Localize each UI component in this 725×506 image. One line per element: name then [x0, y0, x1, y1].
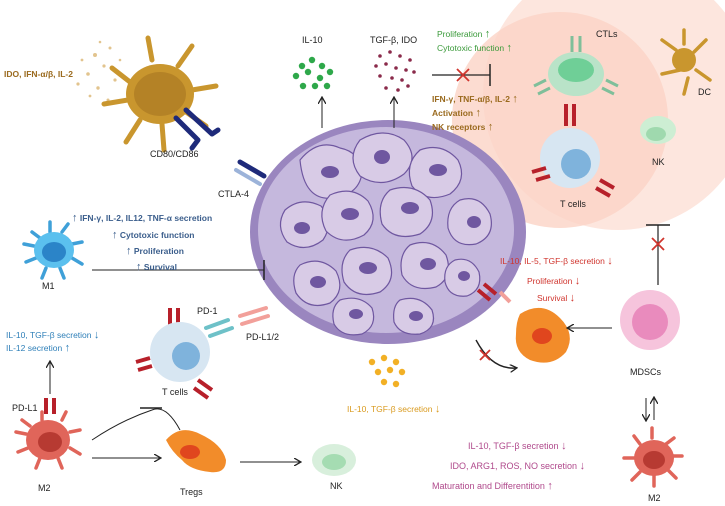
t-cells-mid-label: T cells — [162, 387, 188, 397]
nk-bottom-label: NK — [330, 481, 343, 491]
mdsc-survival-label: Survival ↓ — [537, 292, 576, 304]
pdl12-label: PD-L1/2 — [246, 332, 280, 342]
up-arrow-icon: ↑ — [136, 261, 142, 273]
up-arrow-icon: ↑ — [484, 28, 491, 40]
m2-to-tcell-inhibition — [91, 407, 181, 441]
proliferation-top-label: Proliferation ↑ — [437, 28, 491, 40]
up-arrow-icon: ↑ — [126, 245, 132, 257]
down-arrow-icon: ↓ — [93, 329, 100, 341]
treg-secretion-label: IL-10, TGF-β secretion ↓ — [347, 403, 441, 415]
m2-macrophage-right — [622, 426, 684, 488]
up-arrow-icon: ↑ — [112, 229, 118, 241]
mdsc-secretion-label: IL-10, IL-5, TGF-β secretion ↓ — [500, 255, 613, 267]
dc-small — [660, 28, 712, 96]
inhibition-mdsc-to-immune — [646, 224, 670, 285]
mdsc-cell — [620, 290, 680, 350]
treg-cell — [166, 430, 226, 473]
m2-left-label: M2 — [38, 483, 51, 493]
dc-secretion-label: IDO, IFN-α/β, IL-2 — [4, 69, 73, 79]
pdl-receptor — [238, 306, 270, 326]
mdsc-proliferation-label: Proliferation ↓ — [527, 275, 581, 287]
m1-cytotoxic-label: ↑ Cytotoxic function — [112, 229, 195, 241]
treg-secretion-dots — [368, 354, 406, 388]
up-arrow-icon: ↑ — [64, 342, 71, 354]
m1-proliferation-label: ↑ Proliferation — [126, 245, 184, 257]
up-arrow-icon: ↑ — [506, 42, 512, 54]
nk-cell-top — [640, 116, 676, 144]
ctl-cell — [533, 36, 619, 96]
pd1-label: PD-1 — [197, 306, 218, 316]
m2-macrophage-left — [14, 398, 82, 470]
tregs-label: Tregs — [180, 487, 203, 497]
nk-cell-bottom — [312, 444, 356, 476]
tgf-ido-dots — [374, 50, 416, 92]
t-cells-top-label: T cells — [560, 199, 586, 209]
m2r-ido-label: IDO, ARG1, ROS, NO secretion ↓ — [450, 460, 586, 472]
inhibition-to-immune-zone — [432, 64, 491, 86]
nk-top-label: NK — [652, 157, 665, 167]
down-arrow-icon: ↓ — [579, 460, 586, 472]
immune-zone — [452, 0, 725, 230]
m2-il12-label: IL-12 secretion ↑ — [6, 342, 71, 354]
ifn-tnf-label: IFN-γ, TNF-α/β, IL-2 ↑ — [432, 93, 518, 105]
m2r-maturation-label: Maturation and Differentition ↑ — [432, 480, 553, 492]
tumor-mass — [250, 120, 526, 344]
m1-macrophage — [22, 220, 84, 280]
activation-label: Activation ↑ — [432, 107, 481, 119]
m2-il10-label: IL-10, TGF-β secretion ↓ — [6, 329, 100, 341]
down-arrow-icon: ↓ — [574, 275, 581, 287]
mdscs-label: MDSCs — [630, 367, 661, 377]
m1-label: M1 — [42, 281, 55, 291]
m1-inhibition — [92, 260, 265, 280]
t-cell-top — [531, 104, 615, 198]
up-arrow-icon: ↑ — [487, 121, 494, 133]
ctla4-label: CTLA-4 — [218, 189, 250, 199]
cytotoxic-top-label: Cytotoxic function ↑ — [437, 42, 512, 54]
down-arrow-icon: ↓ — [607, 255, 613, 267]
t-cell-middle — [135, 308, 234, 400]
up-arrow-icon: ↑ — [475, 107, 481, 119]
dc-label: DC — [698, 87, 711, 97]
mdsc-m2-equilibrium — [646, 398, 654, 420]
ctls-label: CTLs — [596, 29, 618, 39]
cd80-label: CD80/CD86 — [150, 149, 199, 159]
down-arrow-icon: ↓ — [434, 403, 441, 415]
down-arrow-icon: ↓ — [561, 440, 567, 452]
down-arrow-icon: ↓ — [569, 292, 576, 304]
up-arrow-icon: ↑ — [72, 212, 78, 224]
m2-right-label: M2 — [648, 493, 661, 503]
dendritic-cell — [76, 35, 221, 153]
ctla4-receptor — [234, 159, 267, 186]
treg-cell-right — [476, 282, 570, 363]
up-arrow-icon: ↑ — [512, 93, 518, 105]
m1-survival-label: ↑ Survival — [136, 261, 177, 273]
il10-dots — [292, 56, 334, 90]
il10-label: IL-10 — [302, 35, 323, 45]
up-arrow-icon: ↑ — [547, 480, 553, 492]
pdl1-label: PD-L1 — [12, 403, 38, 413]
m1-secretion-label: ↑ IFN-γ, IL-2, IL12, TNF-α secretion — [72, 212, 213, 224]
tgf-ido-label: TGF-β, IDO — [370, 35, 418, 45]
curved-inhibit-arrow — [475, 339, 516, 368]
nk-receptors-label: NK receptors ↑ — [432, 121, 494, 133]
m2r-secretion-label: IL-10, TGF-β secretion ↓ — [468, 440, 567, 452]
